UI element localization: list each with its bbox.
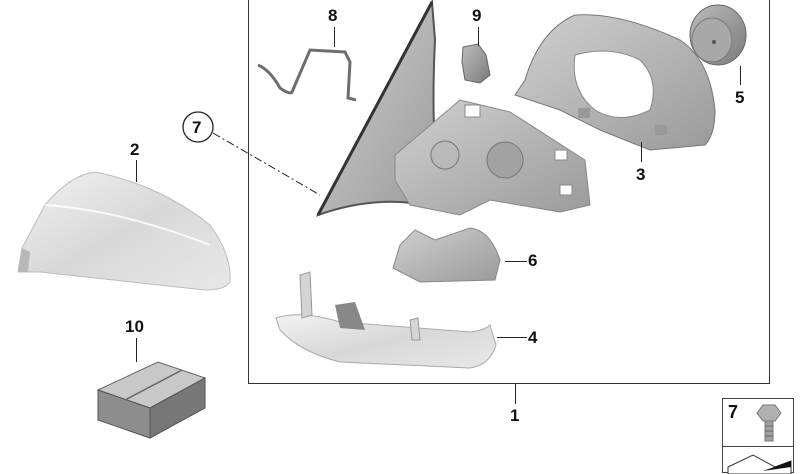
leader-part-10 [136,338,137,362]
part-5-actuator[interactable] [689,4,747,66]
part-2-mirror-cap[interactable] [17,171,231,291]
legend-label-7[interactable]: 7 [728,402,739,422]
part-9-connector[interactable] [461,43,491,84]
leader-part-3 [641,142,642,162]
assembly-frame [248,0,770,384]
callout-7-circle[interactable] [182,111,214,143]
label-part-6: 6 [528,251,538,270]
mirror-mount-bracket[interactable] [394,99,591,216]
leader-part-8 [334,27,335,47]
label-part-2: 2 [130,140,140,159]
label-part-9: 9 [472,6,482,25]
leader-part-2 [136,160,137,182]
label-part-10: 10 [125,317,144,336]
leader-part-6 [505,261,527,262]
leader-part-4 [497,337,527,338]
screw-icon [727,404,792,474]
label-part-5: 5 [735,88,745,107]
leader-part-9 [478,27,479,46]
part-8-wiring-harness[interactable] [257,48,357,102]
part-3-mirror-housing[interactable] [514,14,716,151]
legend-divider [723,446,793,447]
leader-part-1 [515,384,516,404]
part-6-bracket-cover[interactable] [392,227,501,283]
label-part-7-circled: 7 [192,118,202,137]
label-part-3: 3 [636,165,646,184]
label-part-1: 1 [510,406,520,425]
part-4-lower-trim[interactable] [275,271,497,369]
callout-7-leader [212,132,321,196]
legend-box: 7 [722,398,794,474]
part-10-kit-box[interactable] [96,361,207,439]
leader-part-5 [740,66,741,85]
label-part-4: 4 [528,328,538,347]
label-part-8: 8 [328,6,338,25]
